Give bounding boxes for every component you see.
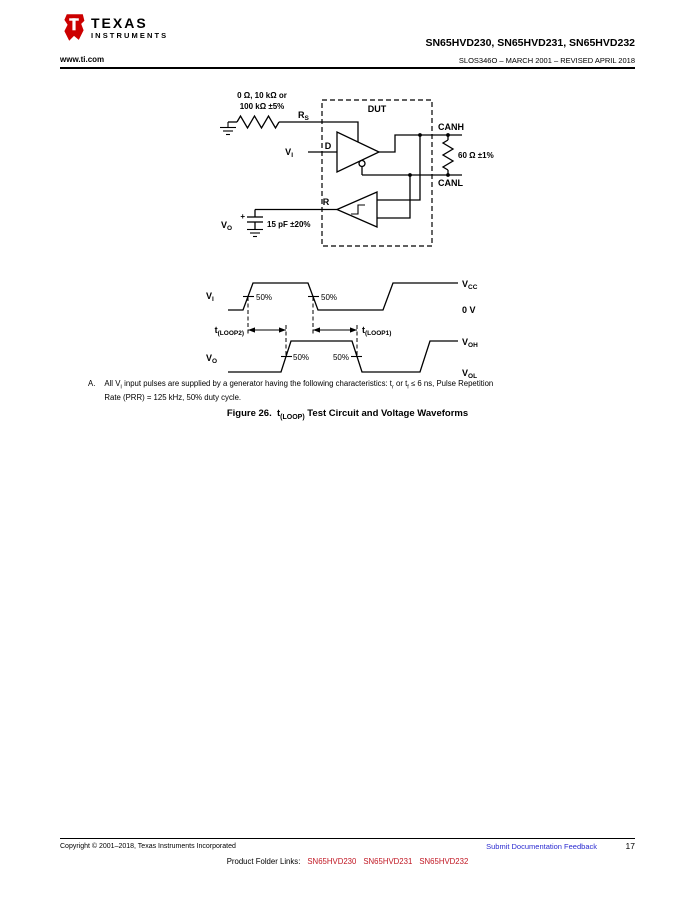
canl-label: CANL bbox=[438, 178, 463, 188]
ti-website-link[interactable]: www.ti.com bbox=[60, 55, 105, 64]
receiver-canl-tap bbox=[377, 175, 411, 219]
ground-symbol-left bbox=[220, 122, 236, 136]
doc-code: SLOS346O – MARCH 2001 – REVISED APRIL 20… bbox=[458, 56, 635, 65]
product-folder-links: Product Folder Links: SN65HVD230 SN65HVD23… bbox=[0, 857, 695, 866]
part-numbers: SN65HVD230, SN65HVD231, SN65HVD232 bbox=[425, 37, 635, 49]
rs-resistor bbox=[228, 114, 359, 142]
vi-trace bbox=[228, 282, 458, 311]
vi-rise-50-label: 50% bbox=[256, 293, 272, 302]
inverter-bubble bbox=[358, 159, 366, 168]
receiver-canh-tap bbox=[377, 135, 421, 201]
cap-value-label: 15 pF ±20% bbox=[267, 220, 311, 229]
r-pin-label: R bbox=[323, 197, 330, 207]
figure-caption: Figure 26. t(LOOP) Test Circuit and Volt… bbox=[0, 408, 695, 421]
caption-figure-number: Figure 26. bbox=[226, 408, 272, 419]
vo-label-circuit: VO bbox=[221, 220, 232, 232]
voh-level-label: VOH bbox=[462, 337, 478, 349]
vo-trace bbox=[228, 340, 458, 373]
page-number: 17 bbox=[625, 841, 635, 851]
canh-wire bbox=[379, 134, 462, 153]
ti-bug-icon bbox=[64, 14, 85, 41]
note-a: A. All VI input pulses are supplied by a… bbox=[88, 378, 633, 403]
logo-line-instruments: INSTRUMENTS bbox=[91, 31, 169, 40]
tloop1-arrow bbox=[313, 327, 357, 333]
ti-logo-text: TEXAS INSTRUMENTS bbox=[91, 13, 168, 40]
note-text: All VI input pulses are supplied by a ge… bbox=[104, 379, 494, 402]
vo-rise-50-label: 50% bbox=[293, 353, 309, 362]
caption-t-sub: (LOOP) bbox=[280, 413, 305, 421]
note-marker: A. bbox=[88, 379, 96, 388]
ti-logo: TEXAS INSTRUMENTS bbox=[62, 13, 168, 42]
caption-t: t bbox=[277, 408, 281, 419]
ground-symbol-cap bbox=[247, 228, 263, 238]
load-capacitor bbox=[247, 209, 263, 229]
driver-gate bbox=[336, 130, 381, 174]
logo-line-texas: TEXAS bbox=[91, 15, 148, 31]
vo-fall-50-label: 50% bbox=[333, 353, 349, 362]
rs-value-note-line1: 0 Ω, 10 kΩ or bbox=[237, 91, 287, 100]
tloop2-label: t(LOOP2) bbox=[215, 325, 244, 337]
wf-vo-label: VO bbox=[206, 353, 217, 365]
vi-fall-50-label: 50% bbox=[321, 293, 337, 302]
hysteresis-icon bbox=[351, 204, 365, 215]
caption-rest: Test Circuit and Voltage Waveforms bbox=[304, 408, 469, 419]
product-links-label: Product Folder Links: bbox=[226, 857, 301, 866]
submit-feedback-link[interactable]: Submit Documentation Feedback bbox=[486, 842, 597, 851]
wf-vi-label: VI bbox=[206, 291, 214, 303]
tloop2-arrow bbox=[248, 327, 286, 333]
footer-rule bbox=[60, 838, 635, 839]
product-link-sn65hvd231[interactable]: SN65HVD231 bbox=[363, 857, 413, 866]
tloop1-label: t(LOOP1) bbox=[362, 325, 391, 337]
termination-resistor bbox=[441, 135, 455, 175]
copyright-text: Copyright © 2001–2018, Texas Instruments… bbox=[60, 843, 236, 850]
dut-label: DUT bbox=[368, 104, 387, 114]
d-pin-label: D bbox=[325, 141, 332, 151]
zero-level-label: 0 V bbox=[462, 305, 476, 315]
product-link-sn65hvd232[interactable]: SN65HVD232 bbox=[419, 857, 469, 866]
voltage-waveforms: VI 50% 50% VCC 0 V t(LOOP2) bbox=[206, 279, 478, 380]
vi-label-circuit: VI bbox=[285, 147, 293, 159]
rs-value-note-line2: 100 kΩ ±5% bbox=[240, 102, 285, 111]
test-circuit: 0 Ω, 10 kΩ or 100 kΩ ±5% RS DUT VI bbox=[220, 91, 494, 247]
cap-plus-label: + bbox=[240, 212, 245, 221]
termination-value-label: 60 Ω ±1% bbox=[458, 151, 494, 160]
vcc-level-label: VCC bbox=[462, 279, 478, 291]
header-rule bbox=[60, 67, 635, 69]
rs-label: RS bbox=[298, 110, 310, 122]
dut-box bbox=[321, 99, 433, 247]
receiver-gate bbox=[335, 191, 378, 228]
product-link-sn65hvd230[interactable]: SN65HVD230 bbox=[307, 857, 357, 866]
canh-label: CANH bbox=[438, 122, 464, 132]
